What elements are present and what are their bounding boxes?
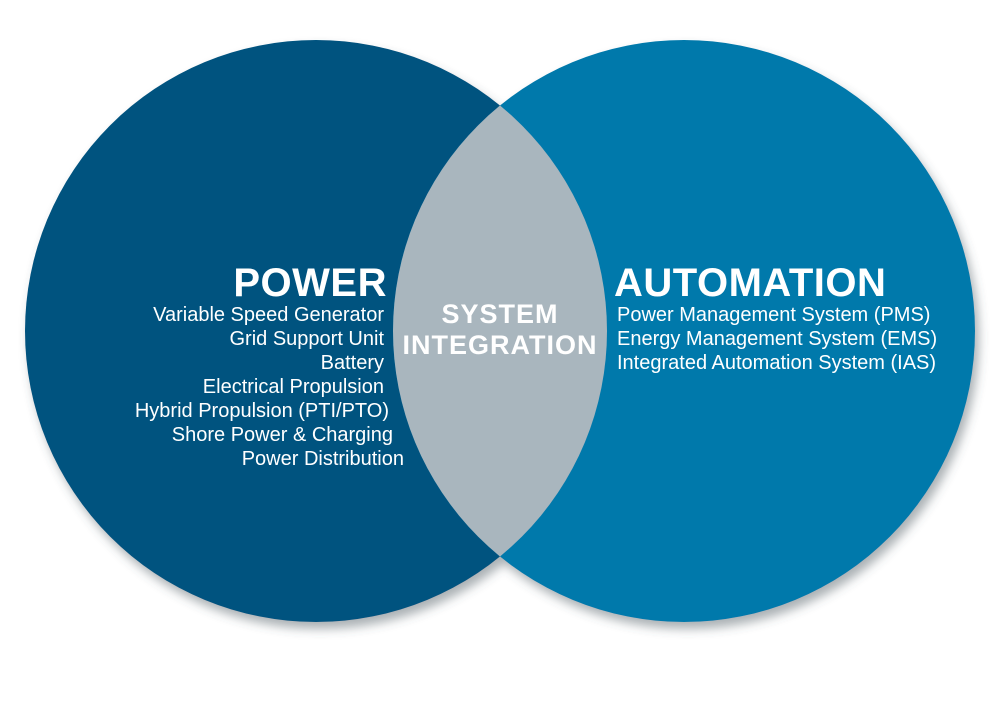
automation-item: Power Management System (PMS)	[617, 304, 931, 326]
automation-item: Energy Management System (EMS)	[617, 328, 938, 350]
power-item: Electrical Propulsion	[202, 376, 384, 398]
power-item: Hybrid Propulsion (PTI/PTO)	[134, 400, 389, 422]
automation-heading: AUTOMATION	[614, 261, 887, 305]
power-item: Shore Power & Charging	[171, 424, 393, 446]
overlap-lens	[393, 40, 607, 622]
automation-item: Integrated Automation System (IAS)	[617, 352, 937, 374]
power-item: Power Distribution	[241, 448, 404, 470]
power-list: Variable Speed Generator Grid Support Un…	[135, 303, 404, 471]
power-heading: POWER	[233, 261, 387, 305]
power-item: Battery	[320, 352, 384, 374]
overlap-label: SYSTEM INTEGRATION	[402, 299, 598, 360]
power-item: Grid Support Unit	[229, 328, 384, 350]
automation-list: Power Management System (PMS) Energy Man…	[617, 303, 937, 375]
power-item: Variable Speed Generator	[153, 304, 384, 326]
